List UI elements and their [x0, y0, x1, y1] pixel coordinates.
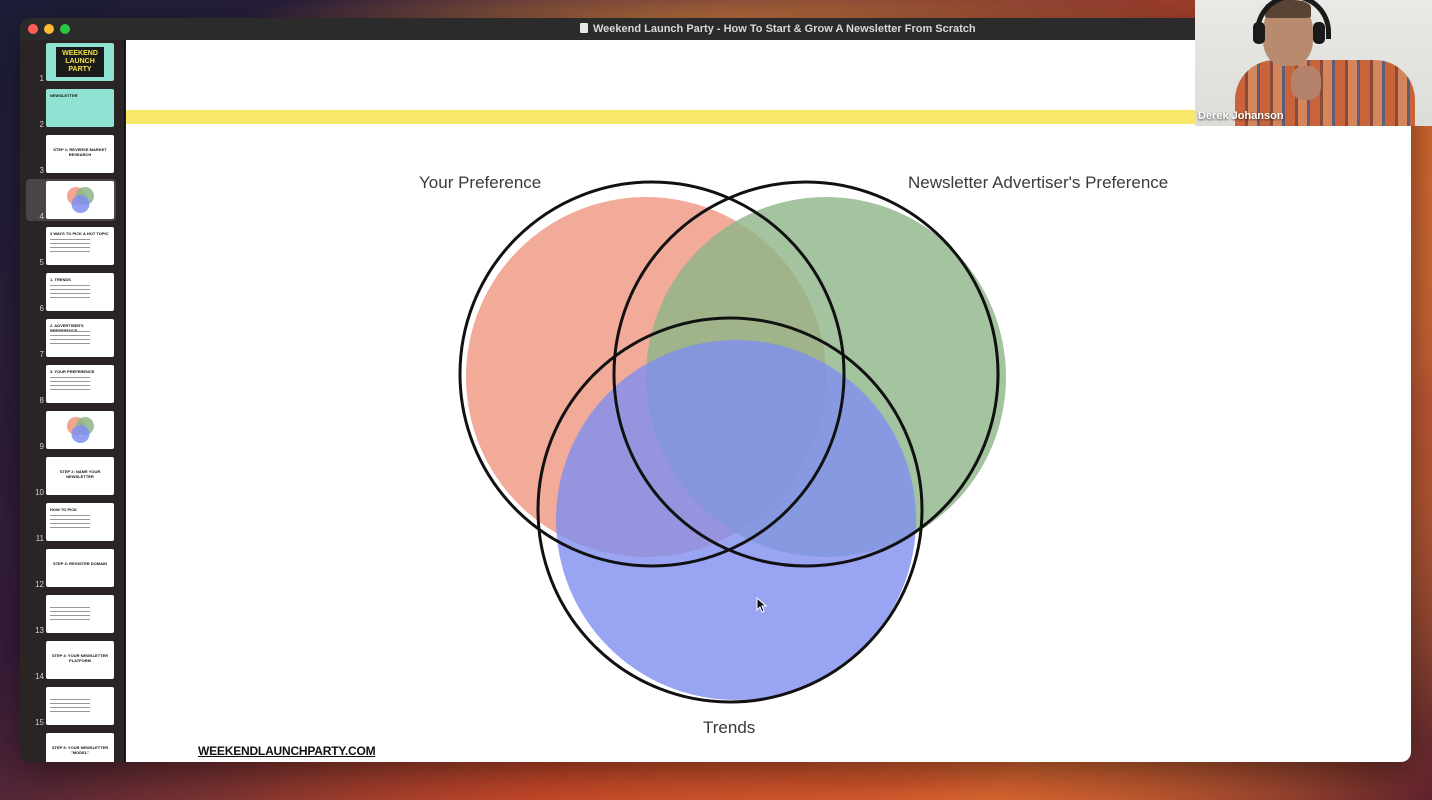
slide-preview	[46, 687, 114, 725]
slide-preview-bullets	[50, 377, 90, 393]
slide-thumbnail-9[interactable]: 9	[20, 411, 124, 451]
mouse-cursor-icon	[756, 597, 768, 613]
headphone-right-cup	[1313, 22, 1325, 44]
presentation-window: Weekend Launch Party - How To Start & Gr…	[20, 18, 1411, 762]
slide-number: 9	[39, 442, 44, 451]
slide-number: 5	[39, 258, 44, 267]
slide-preview: HOW TO PICK	[46, 503, 114, 541]
slide-thumbnail-12[interactable]: 12 STEP 3: REGISTER DOMAIN	[20, 549, 124, 589]
mini-venn-icon	[67, 417, 94, 443]
close-window-button[interactable]	[28, 24, 38, 34]
slide-number: 14	[35, 672, 44, 681]
slide-canvas: Your Preference Newsletter Advertiser's …	[126, 40, 1411, 762]
headphone-left-cup	[1253, 22, 1265, 44]
window-title-area: Weekend Launch Party - How To Start & Gr…	[580, 18, 976, 40]
participant-video-tile[interactable]: Derek Johanson	[1195, 0, 1432, 126]
headphones-icon	[1255, 0, 1331, 39]
slide-number: 7	[39, 350, 44, 359]
footer-website-link[interactable]: WEEKENDLAUNCHPARTY.COM	[198, 744, 376, 758]
slide-preview-title: STEP 5: YOUR NEWSLETTER "MODEL"	[51, 745, 109, 755]
slide-preview-bullets	[50, 285, 90, 301]
slide-number: 4	[39, 212, 44, 221]
slide-thumbnail-1[interactable]: 1 WEEKEND LAUNCH PARTY	[20, 43, 124, 83]
venn-circle-bottom-outline	[536, 316, 924, 704]
slide-number: 12	[35, 580, 44, 589]
slide-preview-title: HOW TO PICK	[50, 507, 78, 512]
venn-diagram	[458, 180, 1006, 704]
slide-thumbnail-13[interactable]: 13	[20, 595, 124, 635]
slide-preview-bullets	[50, 331, 90, 347]
slide-preview: STEP 2: NAME YOUR NEWSLETTER	[46, 457, 114, 495]
slide-number: 6	[39, 304, 44, 313]
slide-preview-title: NEWSLETTER	[50, 93, 78, 98]
slide-preview-title: 3 WAYS TO PICK A HOT TOPIC	[50, 231, 109, 236]
slide-preview: STEP 5: YOUR NEWSLETTER "MODEL"	[46, 733, 114, 762]
slide-preview-title: 3. YOUR PREFERENCE	[50, 369, 95, 374]
slide-preview-title: STEP 1: REVERSE MARKET RESEARCH	[53, 147, 107, 157]
minimize-window-button[interactable]	[44, 24, 54, 34]
slide-thumbnail-14[interactable]: 14 STEP 4: YOUR NEWSLETTER PLATFORM	[20, 641, 124, 681]
participant-shirt	[1235, 60, 1415, 126]
slide-preview	[46, 595, 114, 633]
slide-thumbnail-2[interactable]: 2 NEWSLETTER	[20, 89, 124, 129]
slide-preview-title: STEP 4: YOUR NEWSLETTER PLATFORM	[51, 653, 109, 663]
slide-thumbnail-7[interactable]: 7 2. ADVERTISER'S PREFERENCE	[20, 319, 124, 359]
venn-circle-right-outline	[612, 180, 1000, 568]
mini-venn-icon	[67, 187, 94, 213]
slide-thumbnail-11[interactable]: 11 HOW TO PICK	[20, 503, 124, 543]
slide-preview-bullets	[50, 239, 90, 255]
venn-circle-left-outline	[458, 180, 846, 568]
venn-label-your-preference: Your Preference	[419, 173, 542, 192]
slide-number: 10	[35, 488, 44, 497]
slide-preview-bullets	[50, 607, 90, 623]
slide-preview-bullets	[50, 515, 90, 531]
slide-preview	[46, 411, 114, 449]
slide-number: 3	[39, 166, 44, 175]
slide-preview-title: WEEKEND LAUNCH PARTY	[56, 47, 104, 77]
slide-number: 2	[39, 120, 44, 129]
slide-number: 15	[35, 718, 44, 727]
slide-preview-title: 2. ADVERTISER'S PREFERENCE	[50, 323, 84, 333]
venn-label-trends: Trends	[703, 718, 756, 737]
slide-thumbnail-15[interactable]: 15	[20, 687, 124, 727]
participant-hand	[1291, 66, 1321, 100]
slide-thumbnail-5[interactable]: 5 3 WAYS TO PICK A HOT TOPIC	[20, 227, 124, 267]
slide-thumbnail-3[interactable]: 3 STEP 1: REVERSE MARKET RESEARCH	[20, 135, 124, 175]
slide-accent-band	[126, 110, 1411, 124]
slide-thumbnail-6[interactable]: 6 1. TRENDS	[20, 273, 124, 313]
slide-thumbnail-10[interactable]: 10 STEP 2: NAME YOUR NEWSLETTER	[20, 457, 124, 497]
venn-label-advertiser-preference: Newsletter Advertiser's Preference	[908, 173, 1169, 192]
slide-number: 13	[35, 626, 44, 635]
slide-preview-bullets	[50, 699, 90, 715]
document-icon	[580, 23, 588, 33]
slide-preview-title: STEP 3: REGISTER DOMAIN	[53, 561, 107, 566]
slide-preview: 1. TRENDS	[46, 273, 114, 311]
zoom-window-button[interactable]	[60, 24, 70, 34]
slide-thumbnail-8[interactable]: 8 3. YOUR PREFERENCE	[20, 365, 124, 405]
slide-preview: 3. YOUR PREFERENCE	[46, 365, 114, 403]
slide-preview: NEWSLETTER	[46, 89, 114, 127]
slide-preview: WEEKEND LAUNCH PARTY	[46, 43, 114, 81]
slide-number: 11	[35, 534, 44, 543]
slide-number: 1	[39, 74, 44, 83]
slide-preview: 2. ADVERTISER'S PREFERENCE	[46, 319, 114, 357]
slide-preview: STEP 4: YOUR NEWSLETTER PLATFORM	[46, 641, 114, 679]
venn-circle-bottom-fill	[556, 340, 916, 700]
slide-preview-title: 1. TRENDS	[50, 277, 71, 282]
window-title: Weekend Launch Party - How To Start & Gr…	[593, 23, 976, 35]
slide-preview: STEP 1: REVERSE MARKET RESEARCH	[46, 135, 114, 173]
slide-preview: 3 WAYS TO PICK A HOT TOPIC	[46, 227, 114, 265]
slide-preview: STEP 3: REGISTER DOMAIN	[46, 549, 114, 587]
slide-preview-title: STEP 2: NAME YOUR NEWSLETTER	[59, 469, 101, 479]
participant-name-label: Derek Johanson	[1198, 110, 1284, 122]
slide-preview	[46, 181, 114, 219]
slide-thumbnail-16[interactable]: 16STEP 5: YOUR NEWSLETTER "MODEL"	[20, 733, 124, 762]
slide-thumbnail-4[interactable]: 4	[20, 179, 124, 221]
slide-thumbnail-sidebar[interactable]: 1 WEEKEND LAUNCH PARTY 2 NEWSLETTER 3 STEP 1:…	[20, 40, 125, 762]
slide-number: 8	[39, 396, 44, 405]
